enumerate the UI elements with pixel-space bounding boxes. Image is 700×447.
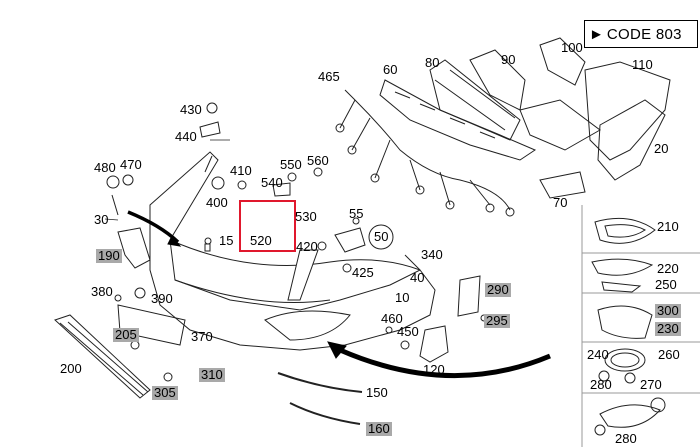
part-label-40: 40 [410, 270, 425, 285]
part-label-205: 205 [113, 327, 139, 342]
part-label-70: 70 [553, 195, 568, 210]
part-label-250: 250 [655, 277, 677, 292]
part-label-110: 110 [632, 57, 653, 72]
part-label-60: 60 [383, 62, 398, 77]
part-label-520: 520 [250, 233, 272, 248]
small-parts [106, 102, 488, 382]
part-label-340: 340 [421, 247, 443, 262]
part-label-90: 90 [501, 52, 516, 67]
part-label-210: 210 [657, 219, 679, 234]
part-label-240: 240 [587, 347, 609, 362]
variant-panel-lines [581, 205, 700, 447]
part-label-80: 80 [425, 55, 440, 70]
part-label-20: 20 [654, 141, 669, 156]
code-label: ► CODE 803 [584, 20, 698, 48]
part-label-305: 305 [152, 385, 178, 400]
part-label-10: 10 [395, 290, 410, 305]
impact-absorber [379, 79, 537, 161]
trim-strips [277, 372, 363, 425]
support-brackets [429, 37, 671, 199]
part-label-150: 150 [366, 385, 388, 400]
part-label-55: 55 [349, 206, 364, 221]
direction-arrows [127, 210, 551, 379]
part-label-310: 310 [199, 367, 225, 382]
part-label-200: 200 [60, 361, 82, 376]
part-label-380: 380 [91, 284, 113, 299]
part-label-560: 560 [307, 153, 329, 168]
pointer-arrow-icon: ► [589, 25, 604, 43]
wiring-harness [335, 89, 515, 217]
part-label-280b: 280 [615, 431, 637, 446]
part-label-410: 410 [230, 163, 252, 178]
part-label-290: 290 [485, 282, 511, 297]
part-label-220: 220 [657, 261, 679, 276]
part-label-550: 550 [280, 157, 302, 172]
part-label-50: 50 [374, 229, 389, 244]
part-label-190: 190 [96, 248, 122, 263]
highlight-box-520 [239, 200, 296, 252]
part-label-425: 425 [352, 265, 374, 280]
part-label-30: 30 [94, 212, 109, 227]
bumper-cover [149, 151, 436, 351]
lower-grille [54, 314, 151, 399]
part-label-120: 120 [423, 362, 445, 377]
part-label-530: 530 [295, 209, 317, 224]
part-label-440: 440 [175, 129, 197, 144]
part-label-460: 460 [381, 311, 403, 326]
part-label-15: 15 [219, 233, 234, 248]
part-label-100: 100 [561, 40, 583, 55]
part-label-370: 370 [191, 329, 213, 344]
part-label-230: 230 [655, 321, 681, 336]
part-label-465: 465 [318, 69, 340, 84]
part-label-470: 470 [120, 157, 142, 172]
part-label-400: 400 [206, 195, 228, 210]
part-label-160: 160 [366, 421, 392, 436]
part-label-300: 300 [655, 303, 681, 318]
leader-lines [104, 139, 230, 221]
code-text: CODE 803 [606, 25, 682, 43]
part-label-430: 430 [180, 102, 202, 117]
part-label-280a: 280 [590, 377, 612, 392]
part-label-450: 450 [397, 324, 419, 339]
variant-parts [591, 217, 666, 436]
part-label-420: 420 [296, 239, 318, 254]
part-label-270: 270 [640, 377, 662, 392]
part-label-260: 260 [658, 347, 680, 362]
part-label-295: 295 [484, 313, 510, 328]
part-label-540: 540 [261, 175, 283, 190]
callout-circle-50 [368, 224, 394, 250]
part-label-480: 480 [94, 160, 116, 175]
part-label-390: 390 [151, 291, 173, 306]
